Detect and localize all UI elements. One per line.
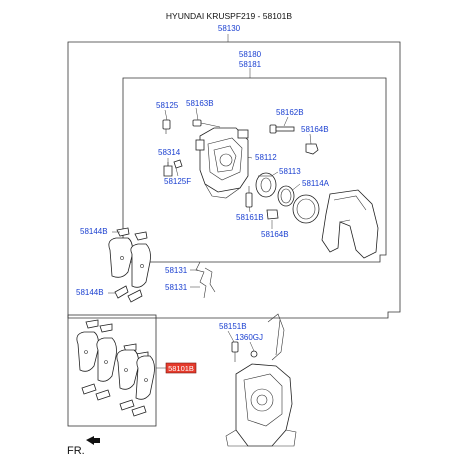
piston-58112: [255, 172, 277, 198]
label-1360GJ[interactable]: 1360GJ: [235, 333, 263, 342]
boot-58164B-bottom: [266, 209, 279, 220]
pad-kit-58101B: [76, 319, 155, 417]
label-58181[interactable]: 58181: [239, 60, 262, 69]
leader-58162B: [283, 116, 289, 127]
front-direction-label: FR.: [67, 445, 85, 457]
label-58180[interactable]: 58180: [239, 50, 262, 59]
caliper-housing: [195, 127, 249, 199]
guide-pin-58162B: [269, 124, 295, 134]
label-58130[interactable]: 58130: [218, 24, 241, 33]
label-58125[interactable]: 58125: [156, 101, 179, 110]
leader-58151B: [227, 330, 235, 343]
leader-58125F: [175, 167, 179, 177]
label-58112[interactable]: 58112: [255, 153, 277, 162]
boot-58114A: [292, 194, 320, 224]
caliper-assembly-58101B: [225, 313, 297, 447]
label-58314[interactable]: 58314: [158, 148, 181, 157]
label-58144B-bottom[interactable]: 58144B: [76, 288, 104, 297]
spring-clip-58131: [195, 261, 216, 299]
label-58101B[interactable]: 58101B: [168, 364, 194, 373]
label-58162B[interactable]: 58162B: [276, 108, 304, 117]
label-58125F[interactable]: 58125F: [164, 177, 191, 186]
boot-58164B-top: [305, 143, 319, 155]
bolt-58125: [162, 119, 171, 134]
label-58113[interactable]: 58113: [279, 167, 301, 176]
pad-kit-frame: [67, 314, 157, 427]
bolt-58163B: [192, 119, 221, 128]
pad-set-58144B: [108, 227, 151, 303]
cap-58125F: [173, 159, 183, 169]
label-58131-b[interactable]: 58131: [165, 283, 188, 292]
diagram-title: HYUNDAI KRUSPF219 - 58101B: [166, 11, 292, 21]
piston-seal-58113: [277, 185, 295, 207]
leader-58163B: [195, 107, 199, 121]
label-58163B[interactable]: 58163B: [186, 99, 214, 108]
label-58144B-top[interactable]: 58144B: [80, 227, 108, 236]
label-58161B[interactable]: 58161B: [236, 213, 264, 222]
leader-1360GJ: [249, 341, 255, 352]
label-58114A[interactable]: 58114A: [302, 179, 330, 188]
label-58151B[interactable]: 58151B: [219, 322, 247, 331]
label-58164B-top[interactable]: 58164B: [301, 125, 329, 134]
bleeder-58314: [163, 162, 173, 177]
leader-58164B-top: [309, 133, 312, 145]
label-58164B-bottom[interactable]: 58164B: [261, 230, 289, 239]
leader-58125: [164, 109, 168, 121]
caliper-carrier-bracket: [321, 189, 379, 259]
label-58131-a[interactable]: 58131: [165, 266, 188, 275]
front-arrow-icon: [86, 436, 100, 445]
guide-pin-58161B: [245, 186, 253, 208]
